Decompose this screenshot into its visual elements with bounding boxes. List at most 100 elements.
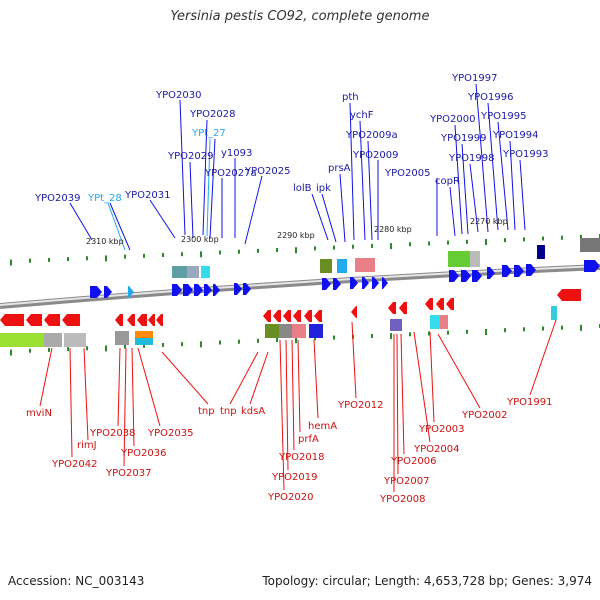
gene-label[interactable]: YPO2002 [461, 410, 507, 421]
forward-gene-arrow [234, 283, 242, 295]
gene-label[interactable]: ipk [316, 183, 331, 194]
label-leaders [39, 83, 557, 492]
gene-label[interactable]: YPO2018 [278, 452, 324, 463]
forward-gene-arrow [322, 278, 331, 290]
reverse-leader-line [131, 347, 135, 447]
forward-gene-arrow [449, 270, 459, 282]
gene-label[interactable]: rimJ [77, 440, 97, 451]
gene-label[interactable]: YPO2008 [379, 494, 425, 505]
reverse-gene-arrow [446, 298, 454, 310]
gene-label[interactable]: YPt_27 [191, 128, 226, 139]
gene-label[interactable]: YPO2027a [204, 168, 257, 179]
gene-label[interactable]: YPO2009a [345, 130, 398, 141]
gene-label[interactable]: YPO2039 [34, 193, 80, 204]
tick-mark [333, 335, 335, 340]
gene-label[interactable]: YPO2030 [155, 90, 201, 101]
gene-label[interactable]: YPO1999 [440, 133, 486, 144]
feature-box [64, 333, 86, 347]
gene-label[interactable]: YPO2019 [271, 472, 317, 483]
tick-mark [314, 336, 316, 341]
reverse-gene-arrow [351, 306, 357, 318]
gene-label[interactable]: YPO2035 [147, 428, 193, 439]
tick-marks-top [10, 234, 600, 266]
gene-label[interactable]: prfA [298, 434, 319, 445]
gene-label[interactable]: YPO1991 [506, 397, 552, 408]
gene-label[interactable]: YPO2005 [384, 168, 430, 179]
tick-mark [143, 343, 145, 348]
tick-mark [523, 327, 525, 332]
tick-mark [504, 328, 506, 333]
tick-mark [276, 248, 278, 253]
reverse-leader-line [161, 351, 209, 405]
tick-mark [580, 234, 582, 241]
gene-label[interactable]: YPO1993 [502, 149, 548, 160]
gene-label[interactable]: kdsA [241, 406, 265, 417]
feature-box [0, 333, 44, 347]
tick-mark [371, 243, 373, 248]
tick-mark [523, 237, 525, 242]
gene-label[interactable]: mviN [26, 408, 52, 419]
gene-label[interactable]: YPO2004 [413, 444, 459, 455]
gene-label[interactable]: YPO2020 [267, 492, 313, 503]
tick-mark [219, 250, 221, 255]
gene-label[interactable]: YPO2037 [105, 468, 151, 479]
gene-label[interactable]: prsA [328, 163, 351, 174]
gene-label[interactable]: YPO2038 [89, 428, 135, 439]
forward-gene-arrow [204, 284, 212, 296]
gene-label[interactable]: YPO1994 [492, 130, 538, 141]
gene-label[interactable]: YPO2036 [120, 448, 166, 459]
gene-label[interactable]: hemA [308, 421, 337, 432]
gene-label[interactable]: y1093 [221, 148, 252, 159]
tick-mark [333, 245, 335, 250]
gene-label[interactable]: ychF [350, 110, 374, 121]
feature-box [187, 266, 199, 278]
gene-label[interactable]: YPO2012 [337, 400, 383, 411]
gene-label[interactable]: YPO2006 [390, 456, 436, 467]
gene-features [0, 238, 600, 347]
gene-label[interactable]: YPO2007 [383, 476, 429, 487]
tick-mark [409, 242, 411, 247]
tick-mark [200, 341, 202, 348]
reverse-leader-line [137, 347, 161, 427]
forward-leader-line [509, 140, 516, 231]
gene-label[interactable]: tnp [220, 406, 237, 417]
forward-gene-arrow [172, 284, 182, 296]
tick-mark [466, 239, 468, 244]
feature-box [265, 324, 279, 338]
tick-mark [67, 347, 69, 352]
tick-mark [257, 248, 259, 253]
feature-box [309, 324, 323, 338]
forward-gene-arrow [194, 284, 203, 296]
gene-label[interactable]: YPO2031 [124, 190, 170, 201]
forward-leader-line [339, 173, 346, 243]
forward-gene-arrow [333, 278, 341, 290]
forward-leader-line [149, 199, 176, 239]
gene-label[interactable]: lolB [293, 183, 312, 194]
rna-leader-line [206, 138, 211, 237]
gene-label[interactable]: YPO2000 [429, 114, 475, 125]
gene-label[interactable]: YPO1996 [467, 92, 513, 103]
reverse-gene-arrow [304, 310, 312, 322]
gene-label[interactable]: YPO2029 [167, 151, 213, 162]
gene-label[interactable]: YPO2025 [244, 166, 290, 177]
gene-label[interactable]: tnp [198, 406, 215, 417]
reverse-gene-arrow [273, 310, 281, 322]
gene-label[interactable]: YPO1995 [480, 111, 526, 122]
tick-mark [409, 332, 411, 337]
gene-label[interactable]: YPO2028 [189, 109, 235, 120]
gene-label[interactable]: copR [435, 176, 460, 187]
gene-label[interactable]: YPO1997 [451, 73, 497, 84]
forward-gene-arrow [461, 270, 471, 282]
tick-mark [10, 259, 12, 266]
tick-mark [371, 333, 373, 338]
gene-label[interactable]: pth [342, 92, 359, 103]
gene-label[interactable]: YPO2003 [418, 424, 464, 435]
forward-gene-arrow [128, 286, 134, 298]
gene-label[interactable]: YPO2042 [51, 459, 97, 470]
forward-gene-arrow [213, 284, 220, 296]
gene-label[interactable]: YPO2009 [352, 150, 398, 161]
forward-leader-line [179, 99, 186, 236]
gene-label[interactable]: YPt_28 [87, 193, 122, 204]
tick-mark [390, 333, 392, 340]
gene-label[interactable]: YPO1998 [448, 153, 494, 164]
